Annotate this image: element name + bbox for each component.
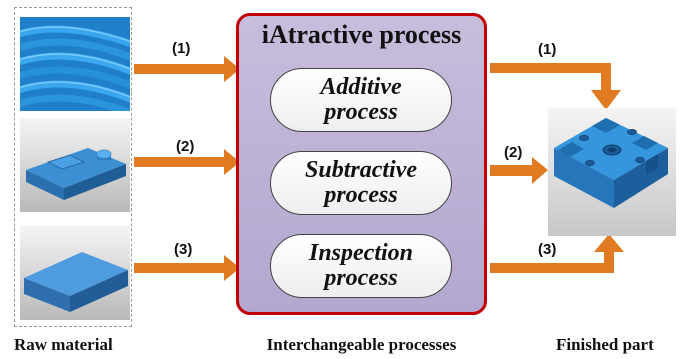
raw-material-filament-image xyxy=(20,17,130,111)
caption-interchangeable-processes: Interchangeable processes xyxy=(266,335,457,354)
caption-finished-part: Finished part xyxy=(556,335,654,354)
caption-raw-material: Raw material xyxy=(14,335,113,354)
additive-process-line2: process xyxy=(324,99,398,125)
process-title: iAtractive process xyxy=(261,20,462,49)
inspection-process-line2: process xyxy=(324,265,398,291)
raw-material-preform-image xyxy=(20,118,130,212)
subtractive-process-pill: Subtractive process xyxy=(270,151,452,215)
input-label-1: (1) xyxy=(172,40,191,57)
input-label-3: (3) xyxy=(174,241,193,258)
raw-material-block-image xyxy=(20,226,130,320)
additive-process-pill: Additive process xyxy=(270,68,452,132)
subtractive-process-line1: Subtractive xyxy=(305,156,417,183)
output-arrow-3 xyxy=(490,263,614,273)
subtractive-process-line2: process xyxy=(324,182,398,208)
inspection-process-pill: Inspection process xyxy=(270,234,452,298)
input-arrow-3 xyxy=(134,263,226,273)
output-arrow-1 xyxy=(490,63,611,73)
output-arrow-2 xyxy=(490,165,534,176)
output-label-2: (2) xyxy=(504,144,523,161)
output-label-3: (3) xyxy=(538,241,557,258)
finished-part-image xyxy=(548,108,676,236)
input-label-2: (2) xyxy=(176,138,195,155)
input-arrow-1 xyxy=(134,64,226,74)
input-arrow-2 xyxy=(134,157,226,167)
additive-process-line1: Additive xyxy=(320,73,402,100)
output-label-1: (1) xyxy=(538,41,557,58)
inspection-process-line1: Inspection xyxy=(308,239,413,266)
raw-material-frame xyxy=(14,7,132,327)
